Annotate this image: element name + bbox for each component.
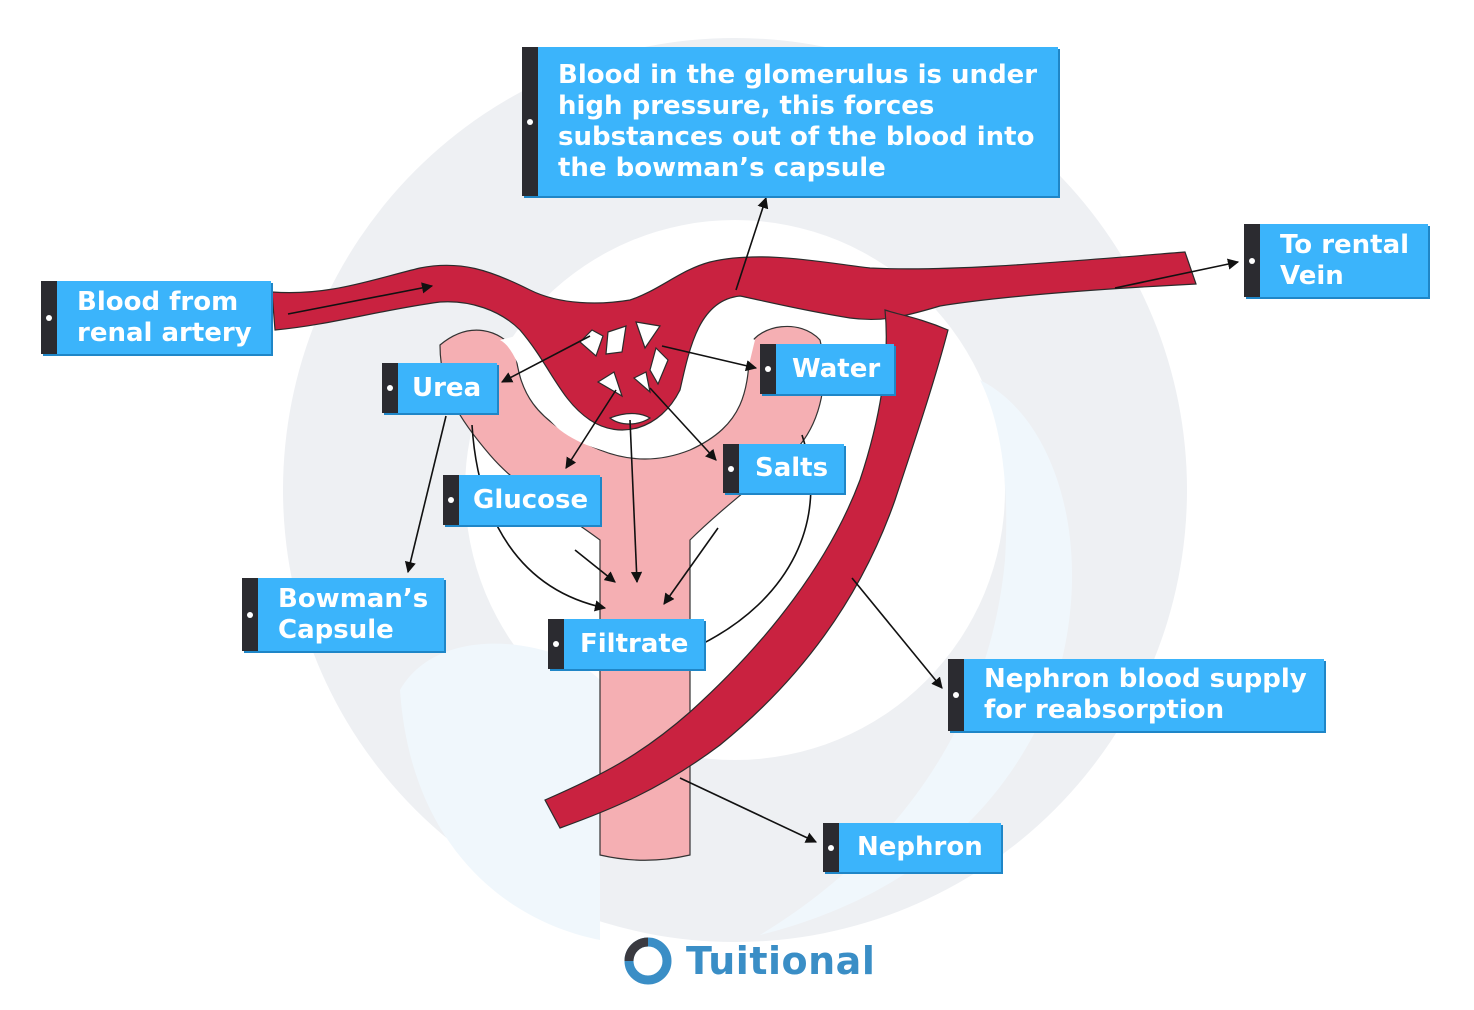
tuitional-logo-icon: [624, 937, 672, 985]
label-bar: [548, 619, 564, 669]
arrow-bowmans-capsule: [404, 415, 447, 574]
label-renal-artery: Blood from renal artery: [41, 281, 271, 354]
label-dot: [448, 497, 454, 503]
label-bar: [522, 47, 538, 196]
label-bar: [41, 281, 57, 354]
label-dot: [1249, 257, 1255, 264]
label-bar: [948, 659, 964, 731]
flow-line-left: [471, 424, 607, 612]
nephron-blood-supply-vessel: [544, 309, 949, 829]
label-glucose-text: Glucose: [473, 484, 589, 515]
label-urea-text: Urea: [412, 372, 482, 403]
arrow-water: [661, 345, 758, 372]
label-urea: Urea: [382, 363, 497, 413]
label-nephron-text: Nephron: [857, 832, 983, 862]
label-dot: [828, 844, 834, 851]
arrow-blood-supply: [851, 577, 943, 689]
label-dot: [46, 314, 52, 321]
label-bar: [242, 578, 258, 651]
background-crescent: [400, 643, 600, 940]
label-filtrate: Filtrate: [548, 619, 704, 669]
arrow-nephron: [679, 777, 818, 843]
label-renal-vein: To rental Vein: [1244, 224, 1428, 297]
arrow-renal-vein: [1114, 258, 1240, 289]
label-glomerulus-text: Blood in the glomerulus is under high pr…: [558, 59, 1038, 183]
flow-line-inner-left: [574, 549, 616, 583]
label-bar: [823, 823, 839, 872]
label-water: Water: [760, 344, 894, 394]
flow-line-inner-right: [663, 527, 719, 605]
label-blood-supply: Nephron blood supply for reabsorption: [948, 659, 1324, 731]
label-glucose: Glucose: [443, 475, 600, 525]
label-water-text: Water: [792, 353, 881, 384]
tuitional-logo: Tuitional: [624, 933, 875, 989]
label-renal-artery-text: Blood from renal artery: [77, 286, 252, 348]
glomerulus-pores: [579, 321, 669, 425]
label-bowmans-capsule-text: Bowman’s Capsule: [278, 583, 429, 645]
label-bowmans-capsule: Bowman’s Capsule: [242, 578, 444, 651]
label-renal-vein-text: To rental Vein: [1280, 229, 1410, 291]
arrow-urea: [501, 335, 591, 383]
arrow-renal-artery: [287, 282, 434, 315]
arrow-glomerulus: [735, 196, 769, 291]
arrow-salts: [649, 387, 717, 461]
label-salts-text: Salts: [755, 453, 829, 483]
label-salts: Salts: [723, 444, 844, 493]
label-bar: [723, 444, 739, 493]
label-dot: [527, 118, 533, 125]
arrow-filtrate: [629, 419, 643, 584]
label-filtrate-text: Filtrate: [580, 628, 689, 659]
label-bar: [382, 363, 398, 413]
label-bar: [443, 475, 459, 525]
label-bar: [760, 344, 776, 394]
renal-artery-vessel: [271, 251, 1197, 431]
label-dot: [387, 385, 393, 391]
label-glomerulus: Blood in the glomerulus is under high pr…: [522, 47, 1058, 196]
tuitional-logo-text: Tuitional: [686, 939, 876, 983]
annotation-arrows: [287, 196, 1240, 843]
label-dot: [553, 641, 559, 647]
label-dot: [953, 692, 959, 698]
label-dot: [765, 366, 771, 372]
label-blood-supply-text: Nephron blood supply for reabsorption: [984, 664, 1307, 725]
label-nephron: Nephron: [823, 823, 1001, 872]
arrow-glucose: [565, 389, 617, 469]
label-dot: [247, 611, 253, 618]
label-bar: [1244, 224, 1260, 297]
label-dot: [728, 465, 734, 472]
